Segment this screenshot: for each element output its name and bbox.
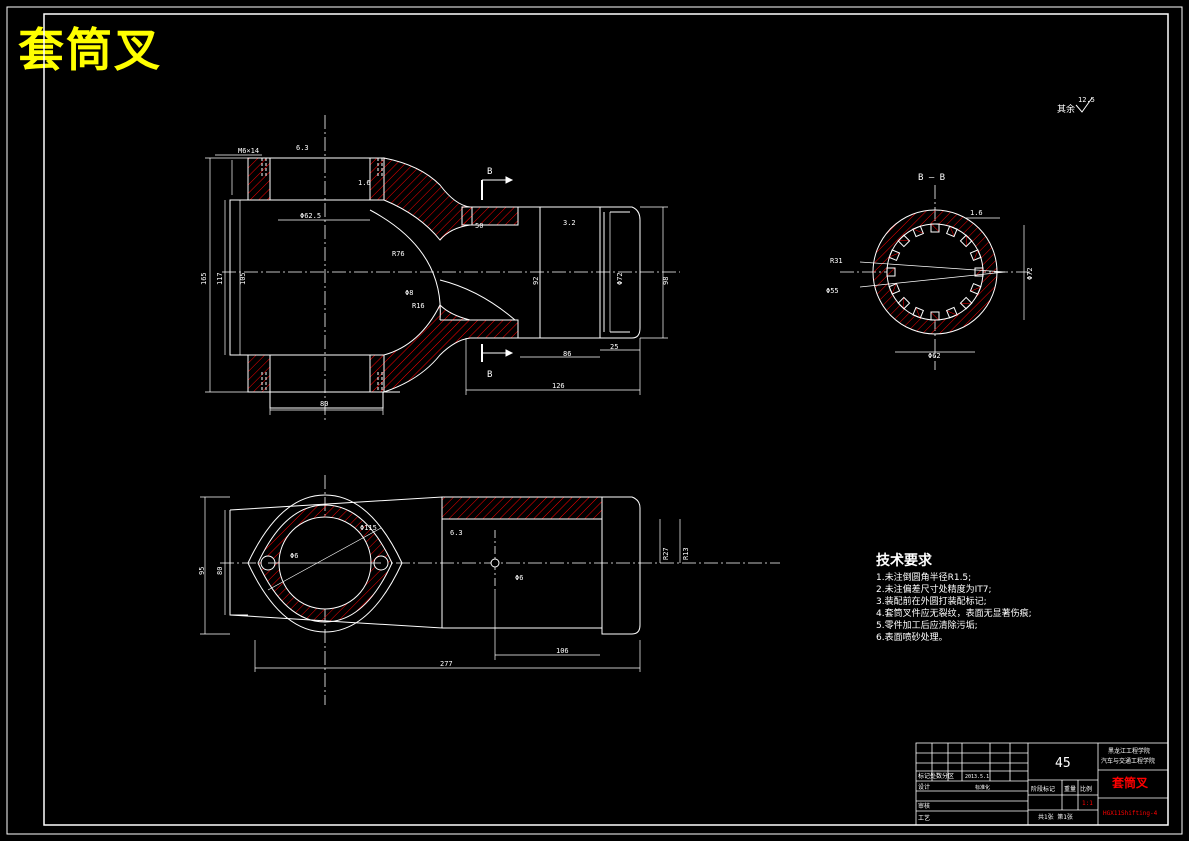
tb-review: 审核 <box>918 802 930 810</box>
tb-std: 标准化 <box>975 784 990 791</box>
front-view <box>222 115 680 420</box>
tb-sign-date: 2013.5.1 <box>965 774 989 780</box>
tech-req-item: 1.未注倒圆角半径R1.5; <box>876 573 972 583</box>
tech-req-heading: 技术要求 <box>876 553 932 569</box>
front-view-dimensions <box>205 154 668 415</box>
spline-tooth <box>897 234 911 248</box>
spline-tooth <box>969 249 982 262</box>
tb-scale-header: 阶段标记 <box>1031 785 1055 793</box>
tech-req-item: 5.零件加工后应清除污垢; <box>876 621 978 631</box>
front-view-dim-texts: M6×14 Φ62.5 6.3 R76 80 126 86 25 3.2 50 … <box>200 144 670 408</box>
dim-d50: 50 <box>475 222 483 230</box>
spline-tooth <box>930 311 940 321</box>
bottom-dim-d6b: Φ6 <box>515 574 523 582</box>
dim-w80: 80 <box>320 400 328 408</box>
bottom-view-dimensions <box>200 496 681 672</box>
drawing-title: 套筒叉 <box>18 23 162 77</box>
dim-h117: 117 <box>216 272 224 285</box>
spline-tooth <box>912 225 925 238</box>
bottom-dim-rough: 6.3 <box>450 529 463 537</box>
title-block-texts: 45 黑龙江工程学院 汽车与交通工程学院 套筒叉 阶段标记 重量 比例 1:1 … <box>918 747 1158 822</box>
dim-rough-b: 1.6 <box>358 179 371 187</box>
spline-tooth <box>945 225 958 238</box>
spline-tooth <box>930 223 940 233</box>
tb-ratio: 1:1 <box>1082 800 1093 807</box>
dim-bore: Φ62.5 <box>300 212 321 220</box>
tb-school: 黑龙江工程学院 <box>1108 747 1150 755</box>
tech-req-item: 3.装配前在外圆打装配标记; <box>876 597 987 607</box>
dim-d105: 105 <box>239 272 247 285</box>
technical-requirements: 技术要求 1.未注倒圆角半径R1.5; 2.未注偏差尺寸处精度为IT7; 3.装… <box>876 550 1032 644</box>
bottom-dim-d115: Φ115 <box>360 524 377 532</box>
tech-req-item: 6.表面喷砂处理。 <box>876 633 948 643</box>
bottom-dim-l277: 277 <box>440 660 453 668</box>
tb-material: 45 <box>1055 756 1071 771</box>
spline-tooth <box>959 234 973 248</box>
tech-req-item: 2.未注偏差尺寸处精度为IT7; <box>876 585 992 595</box>
tech-req-item: 4.套筒叉件应无裂纹，表面无显著伤痕; <box>876 609 1032 619</box>
bottom-view-dim-texts: 95 80 277 106 Φ6 Φ115 Φ6 R27 R13 6.3 <box>198 524 690 668</box>
section-mark-bottom: B <box>487 370 492 380</box>
dim-l126: 126 <box>552 382 565 390</box>
bottom-view <box>220 475 780 705</box>
section-dim-d55: Φ55 <box>826 287 839 295</box>
section-label: B — B <box>918 173 945 183</box>
section-dim-texts: R31 Φ55 Φ62 Φ72 1.6 <box>826 209 1034 360</box>
dim-h165: 165 <box>200 272 208 285</box>
section-dim-r31: R31 <box>830 257 843 265</box>
outer-frame <box>6 6 1183 835</box>
dim-rough-c: 3.2 <box>563 219 576 227</box>
dim-r16: R16 <box>412 302 425 310</box>
tb-dept: 汽车与交通工程学院 <box>1101 757 1155 765</box>
dim-rough-a: 6.3 <box>296 144 309 152</box>
roughness-note: 其余 12.5 <box>1057 96 1095 115</box>
section-dim-rough: 1.6 <box>970 209 983 217</box>
dim-thread: M6×14 <box>238 147 259 155</box>
inner-frame <box>43 13 1169 826</box>
tb-sheets: 共1张 第1张 <box>1038 813 1073 821</box>
spline-tooth <box>888 282 901 295</box>
bottom-dim-l106: 106 <box>556 647 569 655</box>
tb-change-label: 标记处数分区 <box>918 772 954 780</box>
bottom-dim-w95: 95 <box>198 567 206 575</box>
section-dim-d62: Φ62 <box>928 352 941 360</box>
bottom-dim-w80: 80 <box>216 567 224 575</box>
dim-d72: Φ72 <box>616 272 624 285</box>
spline-tooth <box>945 306 958 319</box>
spline-tooth <box>886 267 896 277</box>
spline-tooth <box>969 282 982 295</box>
section-dim-d72: Φ72 <box>1026 267 1034 280</box>
tb-design: 设计 <box>918 783 930 791</box>
dim-depth: Φ8 <box>405 289 413 297</box>
bottom-dim-r13: R13 <box>682 547 690 560</box>
tb-drawing-no: HGX11Shifting-4 <box>1103 810 1158 817</box>
spline-tooth <box>897 296 911 310</box>
tb-part-name: 套筒叉 <box>1111 775 1149 790</box>
dim-r76: R76 <box>392 250 405 258</box>
section-view <box>840 185 1030 370</box>
spline-tooth <box>888 249 901 262</box>
spline-tooth <box>974 267 984 277</box>
bottom-dim-r27: R27 <box>662 547 670 560</box>
dim-d92: 92 <box>532 277 540 285</box>
dim-d98: 98 <box>662 277 670 285</box>
title-block <box>915 742 1169 826</box>
spline-tooth <box>912 306 925 319</box>
tb-weight-header: 重量 <box>1064 785 1076 793</box>
spline-tooth <box>959 296 973 310</box>
roughness-note-label: 其余 <box>1057 103 1075 115</box>
roughness-note-value: 12.5 <box>1078 96 1095 104</box>
tb-craft: 工艺 <box>918 814 930 822</box>
dim-l86: 86 <box>563 350 571 358</box>
section-mark-top: B <box>487 167 492 177</box>
bottom-dim-d6: Φ6 <box>290 552 298 560</box>
dim-d25: 25 <box>610 343 618 351</box>
tb-ratio-header: 比例 <box>1080 785 1092 793</box>
